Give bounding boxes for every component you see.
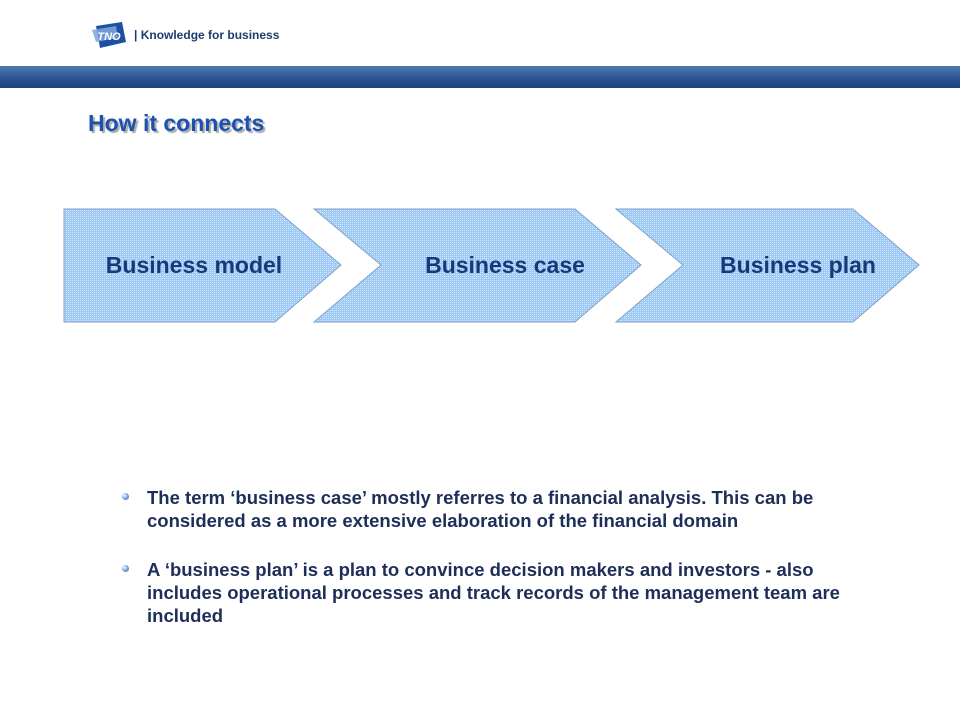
slide-title: How it connects	[88, 110, 265, 136]
step-label-business-model: Business model	[105, 252, 283, 278]
step-label-business-plan: Business plan	[720, 252, 876, 278]
header-tagline: | Knowledge for business	[134, 28, 280, 42]
svg-text:TNO: TNO	[97, 31, 121, 43]
bullet-text: The term ‘business case’ mostly referres…	[147, 487, 814, 531]
bullet-item: The term ‘business case’ mostly referres…	[122, 486, 882, 532]
header-band	[0, 66, 960, 88]
step-label-business-case: Business case	[425, 252, 585, 278]
bullet-item: A ‘business plan’ is a plan to convince …	[122, 558, 882, 627]
bullet-text: A ‘business plan’ is a plan to convince …	[147, 559, 840, 626]
bullet-list: The term ‘business case’ mostly referres…	[122, 486, 882, 653]
tno-logo: TNO	[92, 22, 126, 48]
chevron-business-case	[312, 208, 642, 323]
bullet-icon	[122, 493, 129, 500]
header: TNO | Knowledge for business	[0, 0, 960, 66]
chevron-business-model	[63, 208, 342, 323]
chevron-business-plan	[614, 208, 920, 323]
bullet-icon	[122, 565, 129, 572]
